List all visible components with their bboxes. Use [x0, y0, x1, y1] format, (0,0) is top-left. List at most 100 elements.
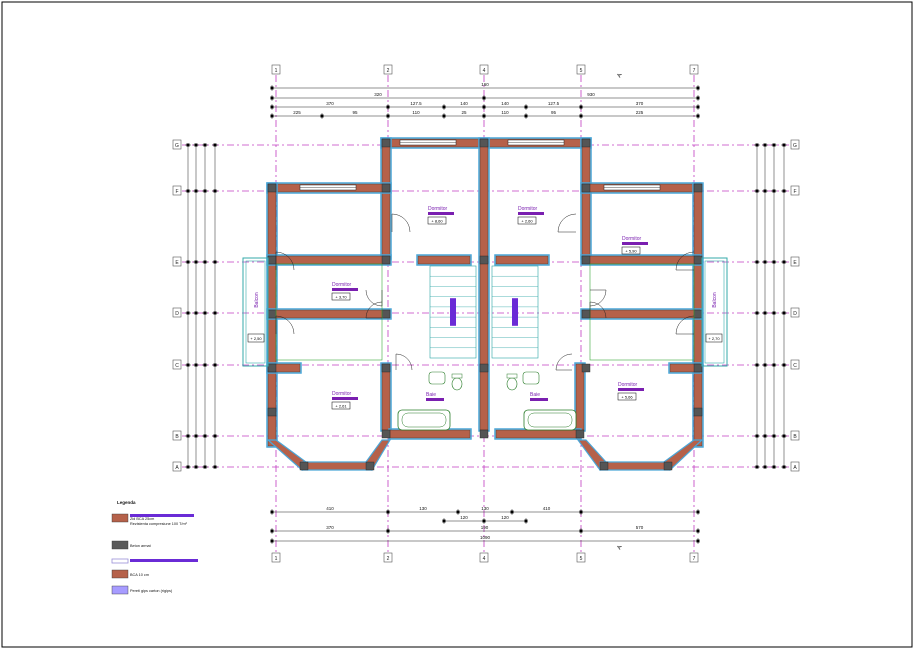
axis-label: 5	[580, 556, 583, 562]
room-area-box	[331, 292, 351, 301]
dim-right-mark	[763, 260, 767, 264]
dim-top-row3-mark	[482, 105, 486, 109]
dim-right-mark	[755, 311, 759, 315]
room-name: Dormitor	[332, 391, 352, 397]
dim-right-mark	[755, 465, 759, 469]
dim-right-mark	[755, 363, 759, 367]
dim-top-row4-mark	[524, 114, 528, 118]
axis-bubble	[576, 64, 586, 75]
dim-top-row3-mark	[386, 105, 390, 109]
door-swing	[555, 353, 573, 371]
dim-right-mark	[763, 143, 767, 147]
wall-segment	[417, 255, 471, 265]
dim-top-row3-mark	[579, 105, 583, 109]
dim-left-mark	[194, 311, 198, 315]
dim-top-row4-label: 225	[636, 110, 644, 115]
stair-arrow	[512, 298, 518, 326]
column	[693, 407, 703, 417]
dim-left-mark	[186, 311, 190, 315]
column	[581, 363, 591, 373]
dim-left-mark	[213, 465, 217, 469]
column	[267, 407, 277, 417]
dim-left-mark	[194, 189, 198, 193]
dim-bot-row3-label: 190	[481, 525, 489, 530]
room-area-box	[517, 216, 537, 225]
dim-top-total-label: 160	[481, 82, 489, 87]
dim-right-mark	[772, 434, 776, 438]
dim-top-total-mark	[270, 86, 274, 90]
column	[479, 363, 489, 373]
legend-title: Legenda	[117, 500, 136, 505]
dim-top-row2-mark	[696, 96, 700, 100]
dim-left-mark	[194, 465, 198, 469]
dim-right-mark	[782, 434, 786, 438]
legend-swatch	[111, 585, 129, 595]
dim-left-mark	[194, 143, 198, 147]
dim-top-row2-label: 320	[374, 92, 382, 97]
legend-swatch	[111, 540, 129, 550]
column	[365, 461, 375, 471]
room-area-box	[617, 392, 637, 401]
axis-bubble	[689, 552, 699, 563]
room-underline	[332, 288, 358, 291]
legend-sub: Rezistenta compresiune 100 T/m²	[130, 522, 188, 526]
column	[381, 183, 391, 193]
dim-right-mark	[782, 465, 786, 469]
column	[381, 255, 391, 265]
axis-bubble	[172, 359, 182, 370]
door-swing	[275, 251, 295, 271]
dim-left-mark	[186, 143, 190, 147]
wall-segment	[581, 309, 701, 319]
dim-top-row4-mark	[696, 114, 700, 118]
room-name: Dormitor	[622, 236, 642, 242]
dim-left-mark	[203, 465, 207, 469]
axis-label: D	[793, 311, 797, 317]
dim-top-row4-mark	[442, 114, 446, 118]
dim-right-mark	[763, 189, 767, 193]
dim-bot-row2-mark	[524, 519, 528, 523]
room-area: + 2,70	[708, 336, 720, 341]
dim-top-row3-label: 370	[636, 101, 644, 106]
dim-right-mark	[772, 143, 776, 147]
room-underline	[332, 397, 358, 400]
legend-swatch	[111, 513, 129, 523]
column	[299, 461, 309, 471]
dim-right-mark	[755, 434, 759, 438]
dim-top-row4-label: 110	[412, 110, 420, 115]
dim-top-row4-mark	[320, 114, 324, 118]
dim-top-row4-mark	[579, 114, 583, 118]
balcony-left-inner	[245, 260, 266, 364]
room-area-box	[247, 333, 265, 343]
dim-right-mark	[782, 311, 786, 315]
column	[599, 461, 609, 471]
column	[381, 429, 391, 439]
dim-top-row4-label: 25	[461, 110, 467, 115]
room-area: + 2,50	[250, 336, 262, 341]
walls	[242, 137, 728, 472]
dim-bot-row1-mark	[696, 510, 700, 514]
dim-bot-row1-mark	[510, 510, 514, 514]
dim-right-mark	[763, 434, 767, 438]
dim-top-row4-label: 225	[293, 110, 301, 115]
dim-left-mark	[213, 189, 217, 193]
dim-bot-row3-label: 570	[636, 525, 644, 530]
axis-bubble	[479, 552, 489, 563]
axis-bubble	[172, 139, 182, 150]
axis-bubble	[790, 359, 800, 370]
column	[693, 183, 703, 193]
dim-left-mark	[203, 260, 207, 264]
legend-label: BCA 10 cm	[130, 573, 149, 577]
sink	[428, 371, 446, 385]
dim-left-mark	[203, 434, 207, 438]
wall-segment	[581, 255, 701, 265]
dim-left-mark	[203, 363, 207, 367]
axis-label: 1	[275, 68, 278, 74]
dim-right-mark	[782, 143, 786, 147]
room-area: + 2,60	[521, 219, 533, 224]
dim-top-row4-mark	[386, 114, 390, 118]
axis-label: 1	[275, 556, 278, 562]
dim-left-mark	[194, 434, 198, 438]
dim-bot-row3-mark	[386, 529, 390, 533]
